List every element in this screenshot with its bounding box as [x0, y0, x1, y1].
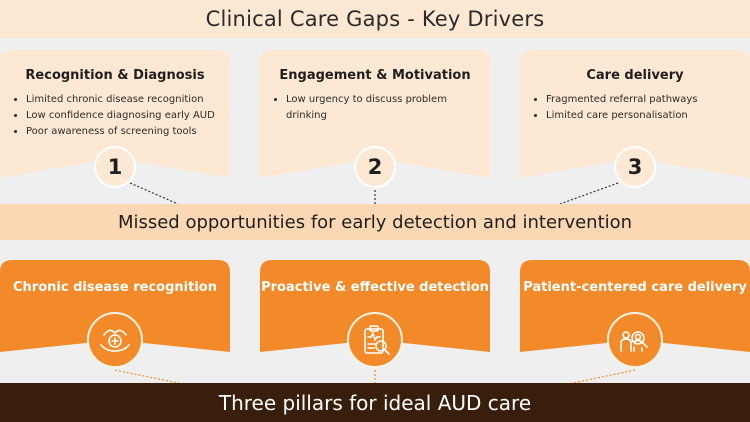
list-item: Low confidence diagnosing early AUD: [26, 108, 222, 124]
clipboard-magnifier-icon: [347, 312, 403, 368]
list-item: Limited care personalisation: [546, 108, 742, 124]
pillar-card-detection: Proactive & effective detection: [260, 260, 490, 376]
gap-bullet-list: Low urgency to discuss problem drinking: [274, 92, 460, 124]
gap-bullet-list: Limited chronic disease recognition Low …: [14, 92, 222, 140]
three-pillars-banner: Three pillars for ideal AUD care: [0, 383, 750, 422]
gap-heading: Care delivery: [586, 68, 684, 83]
pillar-heading: Proactive & effective detection: [261, 280, 489, 295]
missed-opportunities-banner: Missed opportunities for early detection…: [0, 204, 750, 240]
pillar-card-care-delivery: Patient-centered care delivery: [520, 260, 750, 376]
people-magnifier-icon: [607, 312, 663, 368]
card-shape: [0, 50, 230, 178]
card-shape: [260, 50, 490, 178]
list-item: Poor awareness of screening tools: [26, 124, 222, 140]
gap-card-care-delivery: Care delivery Fragmented referral pathwa…: [520, 50, 750, 190]
hands-heart-icon: [87, 312, 143, 368]
pillar-heading: Chronic disease recognition: [13, 280, 217, 295]
card-shape: [0, 260, 230, 352]
gap-heading: Recognition & Diagnosis: [25, 68, 205, 83]
card-shape: [260, 260, 490, 352]
number-badge-3: 3: [614, 146, 656, 188]
number-badge-1: 1: [94, 146, 136, 188]
gap-card-recognition: Recognition & Diagnosis Limited chronic …: [0, 50, 230, 190]
number-badge-2: 2: [354, 146, 396, 188]
card-shape: [520, 50, 750, 178]
page-title: Clinical Care Gaps - Key Drivers: [0, 0, 750, 38]
pillar-heading: Patient-centered care delivery: [523, 280, 747, 295]
card-shape: [520, 260, 750, 352]
pillar-card-recognition: Chronic disease recognition: [0, 260, 230, 376]
gap-card-engagement: Engagement & Motivation Low urgency to d…: [260, 50, 490, 190]
list-item: Fragmented referral pathways: [546, 92, 742, 108]
gap-bullet-list: Fragmented referral pathways Limited car…: [534, 92, 742, 124]
list-item: Limited chronic disease recognition: [26, 92, 222, 108]
list-item: Low urgency to discuss problem drinking: [286, 92, 460, 124]
gap-heading: Engagement & Motivation: [279, 68, 471, 83]
